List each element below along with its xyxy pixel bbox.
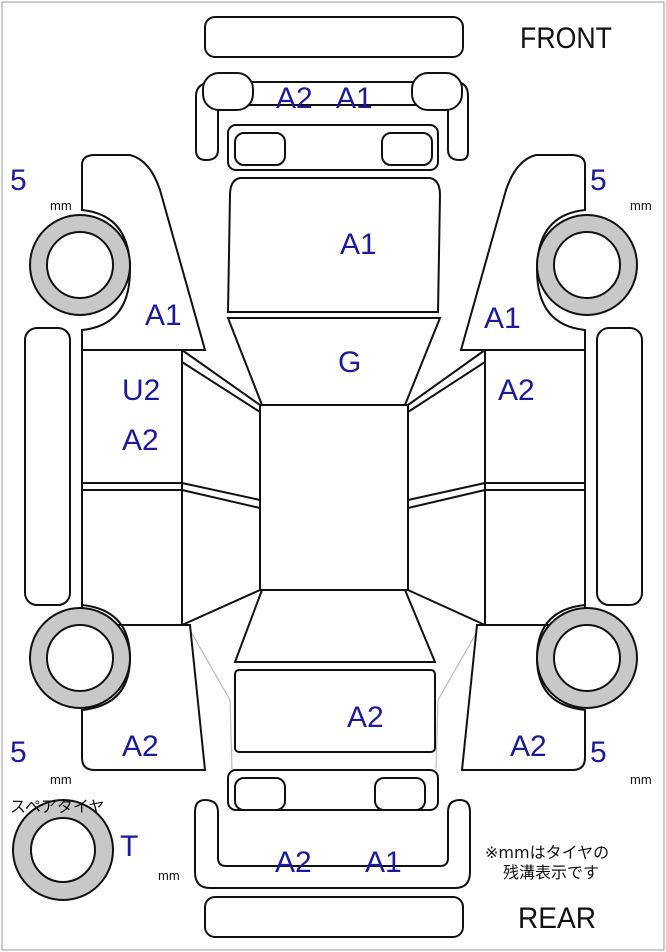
unit-front-right: mm bbox=[630, 198, 652, 213]
front-label: FRONT bbox=[520, 22, 612, 55]
left-headlight bbox=[202, 72, 254, 111]
code-rear-bumper-right: A1 bbox=[365, 846, 402, 879]
unit-rear-left: mm bbox=[50, 772, 72, 787]
right-fog-lamp bbox=[381, 132, 433, 166]
code-rear-right-fender: A2 bbox=[510, 730, 547, 763]
unit-front-left: mm bbox=[50, 198, 72, 213]
tread-front-left: 5 bbox=[10, 164, 27, 197]
tread-rear-left: 5 bbox=[10, 736, 27, 769]
code-front-bumper-left: A2 bbox=[276, 82, 313, 115]
code-front-bumper-right: A1 bbox=[336, 82, 373, 115]
unit-spare: mm bbox=[158, 868, 180, 883]
note-line-1: ※mmはタイヤの bbox=[485, 843, 609, 862]
code-trunk: A2 bbox=[347, 701, 384, 734]
code-front-left-fender: A1 bbox=[145, 299, 182, 332]
c-pillars bbox=[181, 589, 486, 626]
hood[interactable] bbox=[226, 177, 442, 313]
code-rear-left-fender: A2 bbox=[122, 730, 159, 763]
left-tail-lamp bbox=[234, 777, 286, 811]
roof[interactable] bbox=[259, 404, 409, 591]
b-pillars bbox=[181, 482, 486, 509]
code-hood: A1 bbox=[340, 228, 377, 261]
a-pillars bbox=[181, 349, 486, 413]
spare-tire-label: スペアタイヤ bbox=[10, 797, 104, 816]
right-headlight bbox=[411, 72, 463, 111]
right-tail-lamp bbox=[374, 777, 426, 811]
right-side-sill[interactable] bbox=[596, 327, 643, 606]
rear-right-tire[interactable] bbox=[536, 607, 638, 709]
front-right-tire[interactable] bbox=[536, 214, 638, 316]
code-rear-bumper-left: A2 bbox=[275, 846, 312, 879]
note-line-2: 残溝表示です bbox=[503, 863, 599, 882]
rear-left-tire[interactable] bbox=[29, 607, 131, 709]
trunk[interactable] bbox=[234, 669, 436, 753]
left-side-sill[interactable] bbox=[24, 327, 71, 606]
rear-window[interactable] bbox=[233, 589, 437, 663]
code-front-right-fender: A1 bbox=[484, 302, 521, 335]
unit-rear-right: mm bbox=[630, 772, 652, 787]
code-left-front-door-2: A2 bbox=[122, 424, 159, 457]
front-left-tire[interactable] bbox=[29, 214, 131, 316]
tread-spare: T bbox=[120, 830, 138, 863]
code-right-front-door: A2 bbox=[498, 374, 535, 407]
tread-rear-right: 5 bbox=[590, 736, 607, 769]
rear-bumper-lower[interactable] bbox=[204, 896, 464, 938]
rear-quarter-lines bbox=[189, 629, 479, 771]
rear-label: REAR bbox=[518, 902, 596, 935]
windshield[interactable] bbox=[226, 317, 442, 406]
left-doors[interactable] bbox=[81, 349, 183, 626]
code-windshield: G bbox=[338, 346, 361, 379]
left-fog-lamp bbox=[234, 132, 286, 166]
left-rear-fender[interactable] bbox=[81, 603, 207, 771]
spare-tire[interactable] bbox=[12, 799, 114, 901]
front-bumper-lower[interactable] bbox=[204, 16, 464, 58]
tread-front-right: 5 bbox=[590, 164, 607, 197]
code-left-front-door-1: U2 bbox=[122, 374, 160, 407]
right-rear-fender[interactable] bbox=[460, 603, 586, 771]
rear-bumper[interactable] bbox=[194, 798, 471, 889]
